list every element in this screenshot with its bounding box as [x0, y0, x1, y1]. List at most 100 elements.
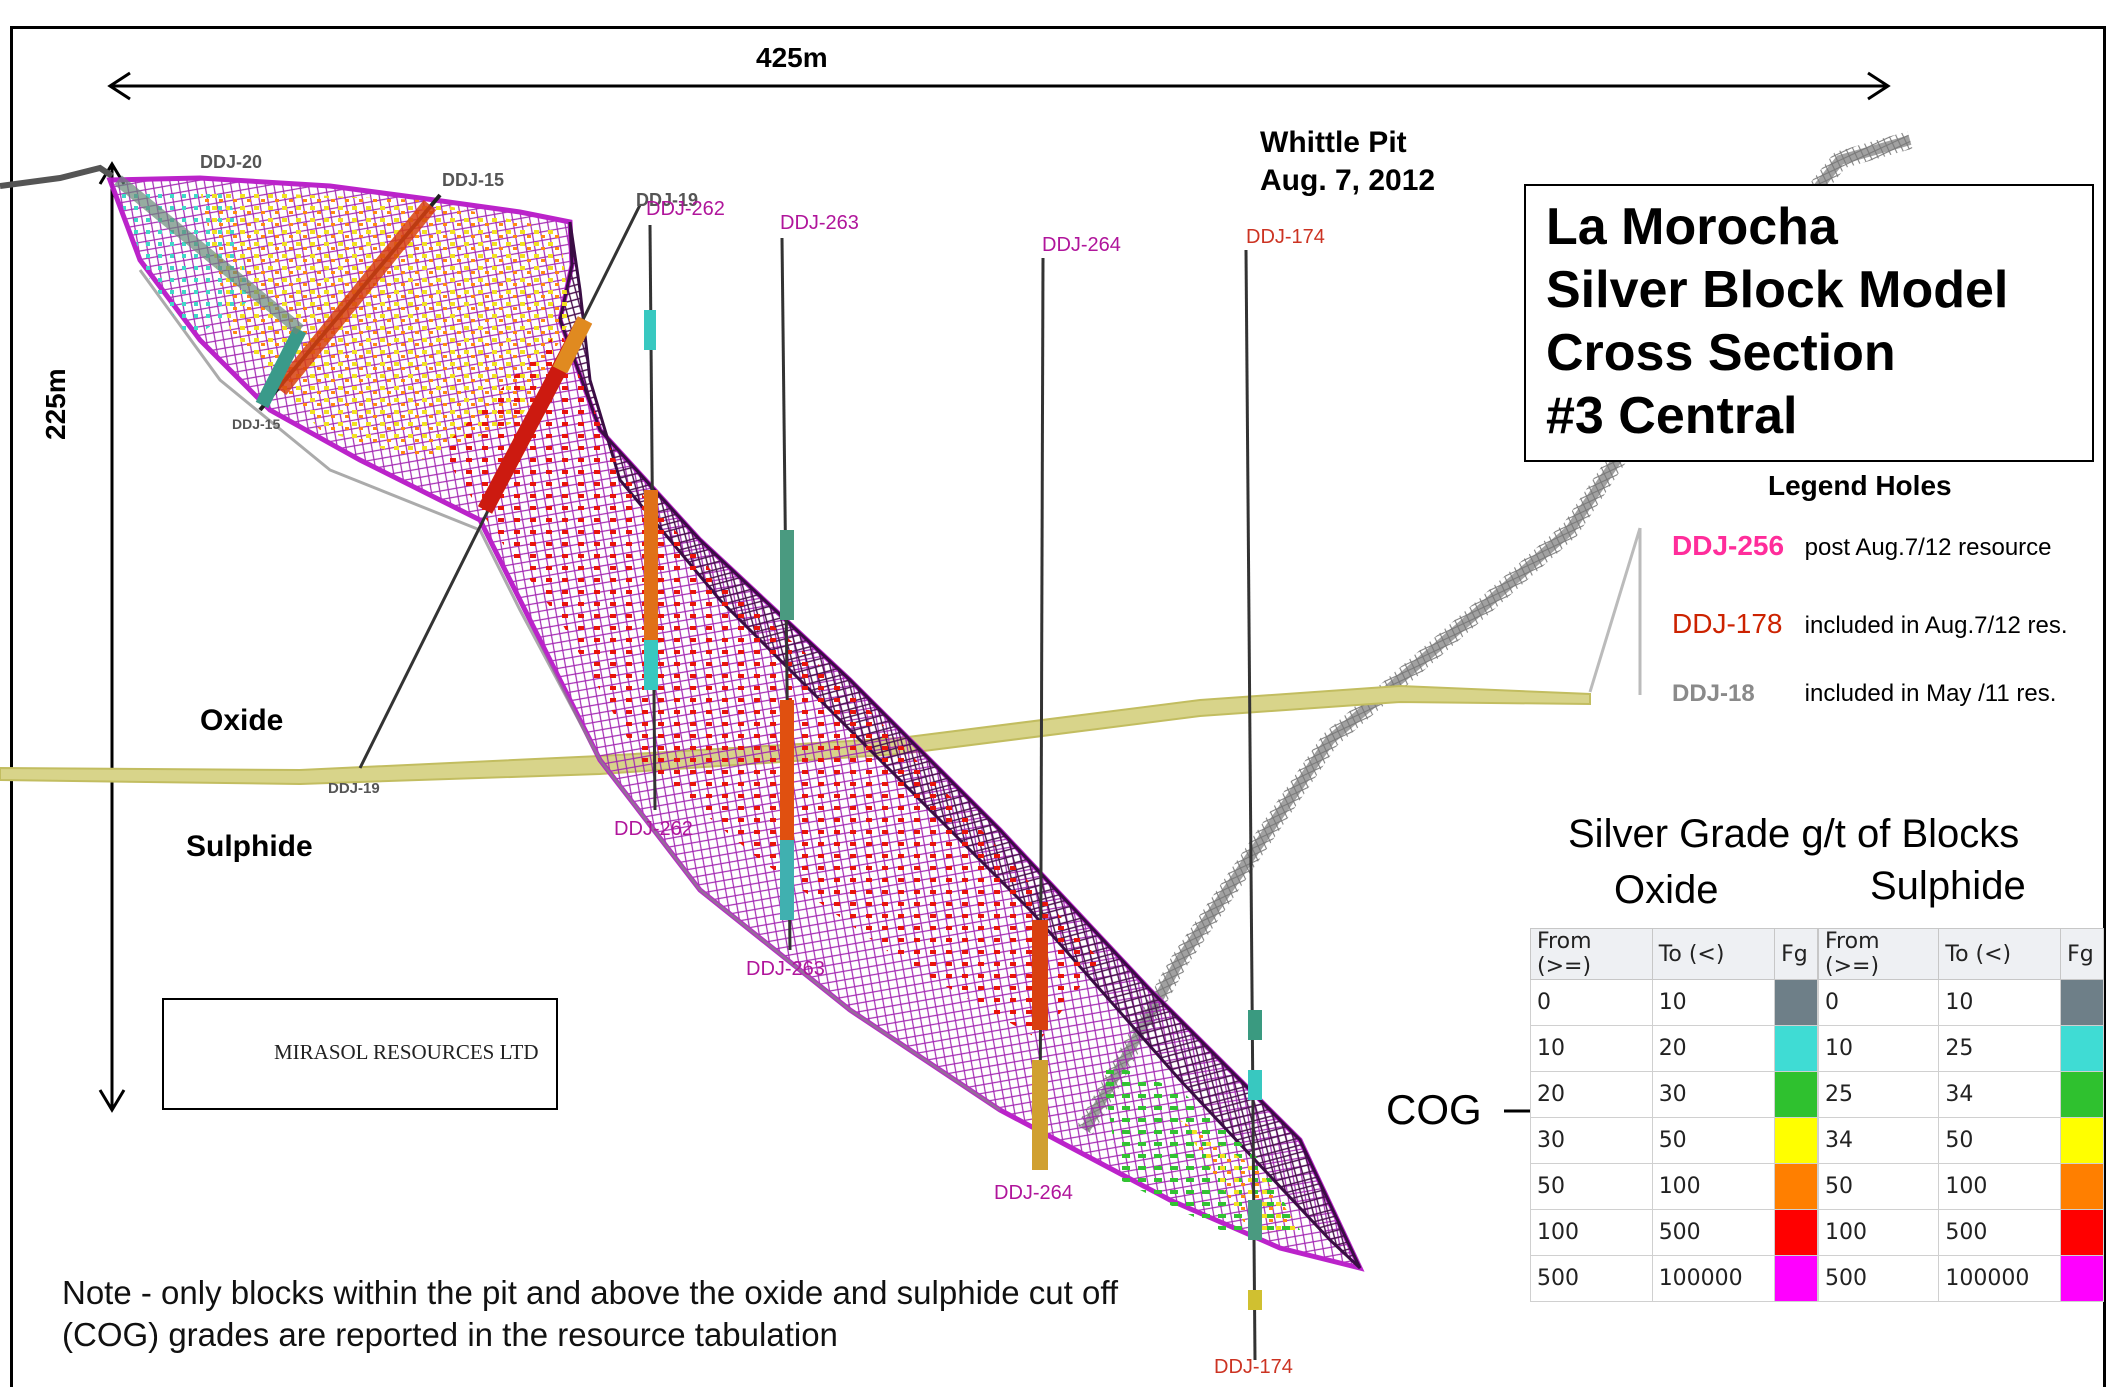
- hole-label-ddj-19-bottom: DDJ-19: [328, 780, 380, 797]
- pit-label-name: Whittle Pit: [1260, 126, 1407, 159]
- grade-from-cell: 0: [1817, 979, 1940, 1026]
- width-dimension-label: 425m: [756, 42, 828, 73]
- topography-left: [0, 164, 114, 189]
- grade-color-swatch: [1774, 1025, 1818, 1072]
- hole-label-ddj-262-bottom: DDJ-262: [614, 818, 693, 840]
- grade-from-cell: 0: [1530, 979, 1653, 1026]
- legend-item-id: DDJ-18: [1672, 680, 1755, 707]
- hole-label-ddj-174: DDJ-174: [1246, 226, 1325, 248]
- header-from: From (>=): [1530, 928, 1653, 980]
- pit-label: Whittle Pit Aug. 7, 2012: [1260, 124, 1435, 200]
- grade-to-cell: 25: [1938, 1025, 2062, 1072]
- oxide-table-label: Oxide: [1614, 868, 1719, 912]
- drill-hole-ddj-15: [255, 193, 442, 412]
- footnote-line-2: (COG) grades are reported in the resourc…: [62, 1316, 838, 1353]
- cog-label: COG: [1386, 1086, 1482, 1133]
- grade-color-swatch: [2060, 979, 2104, 1026]
- legend-bracket: [1588, 527, 1642, 695]
- legend-item-desc: post Aug.7/12 resource: [1804, 534, 2052, 561]
- sulphide-zone-label: Sulphide: [186, 830, 313, 863]
- grade-to-cell: 500: [1938, 1209, 2062, 1256]
- legend-item-may-resource: DDJ-18 included in May /11 res.: [1672, 680, 2056, 708]
- header-to: To (<): [1651, 928, 1776, 980]
- title-line-2: Silver Block Model: [1546, 261, 2009, 319]
- grade-color-swatch: [2060, 1025, 2104, 1072]
- drill-hole-ddj-20: [114, 175, 304, 335]
- footnote-line-1: Note - only blocks within the pit and ab…: [62, 1274, 1119, 1311]
- grade-from-cell: 50: [1817, 1163, 1940, 1210]
- drill-hole-ddj-263: [780, 237, 794, 951]
- hole-label-ddj-15-bottom: DDJ-15: [232, 416, 281, 432]
- grade-to-cell: 34: [1938, 1071, 2062, 1118]
- grade-from-cell: 10: [1530, 1025, 1653, 1072]
- hole-label-ddj-20: DDJ-20: [200, 152, 263, 172]
- grade-from-cell: 10: [1817, 1025, 1940, 1072]
- grade-from-cell: 100: [1817, 1209, 1940, 1256]
- header-fg: Fg: [1774, 928, 1818, 980]
- hole-label-ddj-264-bottom: DDJ-264: [994, 1182, 1073, 1204]
- grade-color-swatch: [1774, 1255, 1818, 1302]
- grade-to-cell: 100000: [1651, 1255, 1776, 1302]
- grade-to-cell: 30: [1651, 1071, 1776, 1118]
- legend-title: Legend Holes: [1768, 470, 1952, 501]
- grade-to-cell: 10: [1938, 979, 2062, 1026]
- grade-to-cell: 500: [1651, 1209, 1776, 1256]
- legend-item-id: DDJ-256: [1672, 530, 1785, 561]
- block-zone-red: [440, 330, 1100, 1040]
- footnote: Note - only blocks within the pit and ab…: [62, 1272, 1118, 1356]
- legend-item-id: DDJ-178: [1672, 608, 1783, 639]
- drill-hole-ddj-262: [644, 224, 658, 811]
- grade-color-swatch: [2060, 1117, 2104, 1164]
- hole-label-ddj-263-bottom: DDJ-263: [746, 958, 825, 980]
- legend-item-desc: included in Aug.7/12 res.: [1804, 612, 2068, 639]
- grade-to-cell: 100: [1938, 1163, 2062, 1210]
- header-fg: Fg: [2060, 928, 2104, 980]
- grade-color-swatch: [2060, 1163, 2104, 1210]
- grade-table-title: Silver Grade g/t of Blocks: [1568, 812, 2020, 856]
- grade-to-cell: 50: [1938, 1117, 2062, 1164]
- drill-hole-ddj-19: [358, 204, 642, 769]
- grade-to-cell: 10: [1651, 979, 1776, 1026]
- grade-color-swatch: [1774, 1071, 1818, 1118]
- grade-from-cell: 30: [1530, 1117, 1653, 1164]
- grade-color-swatch: [1774, 1209, 1818, 1256]
- grade-to-cell: 20: [1651, 1025, 1776, 1072]
- sulphide-table-label: Sulphide: [1870, 864, 2026, 908]
- depth-dimension-label: 225m: [40, 368, 71, 440]
- title-line-1: La Morocha: [1546, 198, 1838, 256]
- oxide-zone-label: Oxide: [200, 704, 284, 737]
- hole-label-ddj-19: DDJ-19: [636, 190, 699, 210]
- hole-label-ddj-264: DDJ-264: [1042, 234, 1121, 256]
- grade-to-cell: 100: [1651, 1163, 1776, 1210]
- drill-hole-ddj-174: [1244, 249, 1262, 1361]
- grade-from-cell: 500: [1817, 1255, 1940, 1302]
- company-logo: MIRASOL RESOURCES LTD: [162, 998, 558, 1110]
- drill-hole-ddj-264: [1032, 257, 1048, 1171]
- grade-to-cell: 100000: [1938, 1255, 2062, 1302]
- figure-frame: [10, 26, 2106, 1387]
- grade-from-cell: 34: [1817, 1117, 1940, 1164]
- title-box: La Morocha Silver Block Model Cross Sect…: [1524, 184, 2094, 462]
- depth-dimension-arrow: [98, 161, 126, 1113]
- pit-label-date: Aug. 7, 2012: [1260, 164, 1436, 197]
- grade-color-swatch: [2060, 1071, 2104, 1118]
- legend-item-desc: included in May /11 res.: [1804, 680, 2057, 707]
- grade-from-cell: 50: [1530, 1163, 1653, 1210]
- hole-label-ddj-174-bottom: DDJ-174: [1214, 1356, 1293, 1378]
- legend-item-post-resource: DDJ-256 post Aug.7/12 resource: [1672, 530, 2052, 562]
- grade-from-cell: 25: [1817, 1071, 1940, 1118]
